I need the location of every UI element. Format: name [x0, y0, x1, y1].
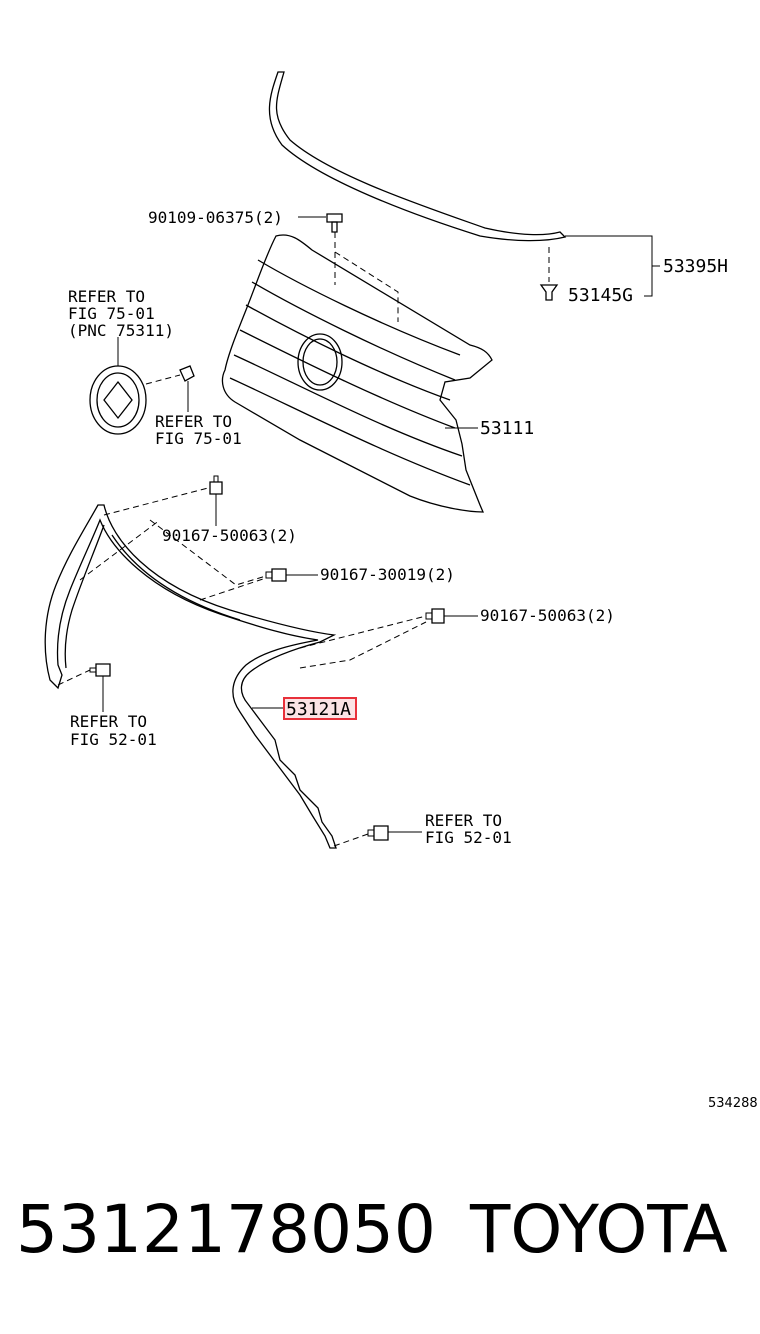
label-refer-bottom-2: FIG 52-01 — [425, 828, 512, 847]
emblem — [89, 365, 147, 435]
label-refer-emblem-2: FIG 75-01 — [68, 304, 155, 323]
label-bolt-top: 90109-06375(2) — [148, 208, 283, 227]
upper-molding-strip — [268, 71, 567, 242]
radiator-grille — [221, 234, 493, 513]
label-refer-emblem-3: (PNC 75311) — [68, 321, 174, 340]
label-refer-mount-2: FIG 75-01 — [155, 429, 242, 448]
part-number: 5312178050 — [16, 1191, 436, 1268]
footer: 5312178050 TOYOTA — [0, 1190, 760, 1280]
label-refer-mount-1: REFER TO — [155, 412, 232, 431]
label-refer-left-2: FIG 52-01 — [70, 730, 157, 749]
nut-upper-left — [209, 475, 223, 495]
label-nut-middle: 90167-30019(2) — [320, 565, 455, 584]
illustration-code: 534288 — [708, 1096, 758, 1111]
label-refer-left-1: REFER TO — [70, 712, 147, 731]
lower-grille-frame — [44, 504, 337, 849]
nut-middle — [265, 568, 287, 582]
label-clip: 53145G — [568, 285, 633, 306]
label-molding: 53395H — [663, 256, 728, 277]
highlight-box — [283, 697, 357, 720]
nut-right — [425, 608, 445, 624]
emblem-mount — [179, 365, 195, 382]
label-highlight-part: 53121A — [286, 699, 351, 720]
label-grille: 53111 — [480, 418, 534, 439]
label-nut-right: 90167-50063(2) — [480, 606, 615, 625]
label-nut-upper-left: 90167-50063(2) — [162, 526, 297, 545]
bolt-bottom — [367, 825, 389, 841]
brand-name: TOYOTA — [470, 1191, 728, 1268]
clip-part — [539, 247, 559, 301]
label-refer-emblem-1: REFER TO — [68, 287, 145, 306]
label-refer-bottom-1: REFER TO — [425, 811, 502, 830]
top-bolt — [326, 213, 399, 322]
bolt-left — [89, 663, 111, 677]
